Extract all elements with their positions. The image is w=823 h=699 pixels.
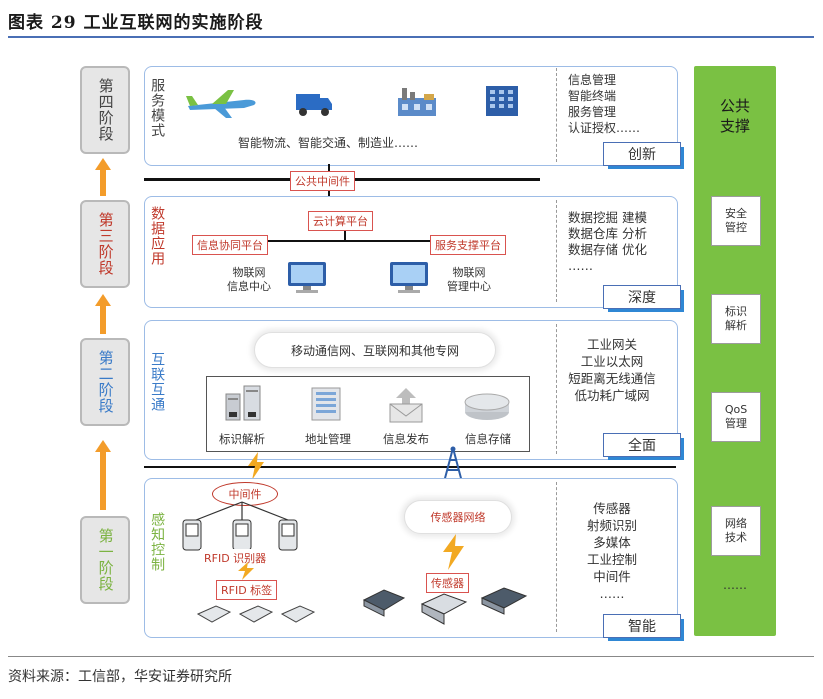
coop-platform-label: 信息协同平台: [192, 235, 268, 255]
lightning-icon: [248, 452, 264, 480]
data-caps: 数据挖掘 建模 数据仓库 分析 数据存储 优化 ……: [568, 210, 647, 273]
stage-1: 第一阶段: [80, 516, 130, 604]
stage-arrow-up-icon: [95, 440, 111, 452]
figure-title: 图表 29 工业互联网的实施阶段: [8, 13, 264, 33]
service-caps: 信息管理 智能终端 服务管理 认证授权……: [568, 73, 641, 135]
stage-2: 第二阶段: [80, 338, 130, 426]
support-qos: QoS 管理: [711, 392, 761, 442]
rfid-reader-label: RFID 识别器: [200, 549, 271, 567]
public-middleware-label: 公共中间件: [290, 171, 355, 191]
network-item-2: 地址管理: [305, 432, 351, 446]
service-side-label: 服务模式: [149, 78, 166, 138]
address-server-icon: [311, 387, 341, 421]
support-platform-label: 服务支撑平台: [430, 235, 506, 255]
sensor-label: 传感器: [426, 573, 469, 593]
stage-3: 第三阶段: [80, 200, 130, 288]
support-more: ……: [723, 578, 747, 592]
network-item-1: 标识解析: [219, 432, 265, 446]
middleware-ellipse: 中间件: [212, 482, 278, 506]
sensing-side-label: 感知控制: [149, 512, 166, 572]
footer-rule: [8, 656, 814, 657]
iot-info-center-label: 物联网 信息中心: [227, 266, 271, 293]
support-network-tech: 网络 技术: [711, 506, 761, 556]
lightning-icon: [443, 534, 464, 570]
cloud-platform-label: 云计算平台: [308, 211, 373, 231]
data-bus: [196, 240, 506, 242]
source-note: 资料来源：工信部，华安证券研究所: [8, 669, 232, 685]
network-cloud: 移动通信网、互联网和其他专网: [254, 332, 496, 368]
tag-comprehensive: 全面: [603, 433, 681, 457]
rfid-tag-icons: [196, 605, 316, 623]
truck-icon: [296, 94, 332, 116]
server-icon: [225, 385, 261, 421]
sensor-network-cloud: 传感器网络: [404, 500, 512, 534]
tag-innovation: 创新: [603, 142, 681, 166]
iot-mgmt-center-label: 物联网 管理中心: [447, 266, 491, 293]
network-caps: 工业网关 工业以太网 短距离无线通信 低功耗广域网: [568, 337, 656, 403]
service-caption: 智能物流、智能交通、制造业……: [238, 136, 419, 150]
sensing-caps: 传感器 射频识别 多媒体 工业控制 中间件 ……: [586, 501, 637, 601]
network-item-4: 信息存储: [465, 432, 511, 446]
factory-icon: [398, 88, 436, 116]
mail-publish-icon: [389, 388, 423, 423]
rfid-tag-label: RFID 标签: [216, 580, 278, 600]
monitor-icon: [390, 262, 428, 293]
public-support-title: 公共 支撑: [719, 97, 750, 135]
support-identifier: 标识 解析: [711, 294, 761, 344]
title-rule: [8, 36, 814, 38]
access-bus: [144, 466, 676, 468]
stage-arrow-up-icon: [95, 158, 111, 170]
tower-icon: [443, 446, 463, 483]
building-icon: [486, 86, 518, 116]
rfid-reader-icon: [232, 519, 252, 551]
data-side-label: 数据应用: [149, 206, 166, 266]
monitor-icon: [288, 262, 326, 293]
network-item-3: 信息发布: [383, 432, 429, 446]
lightning-icon: [238, 562, 254, 580]
reader-connector-lines: [195, 501, 289, 521]
tag-intelligent: 智能: [603, 614, 681, 638]
sensor-node-icons: [362, 587, 528, 625]
storage-disk-icon: [464, 393, 510, 420]
network-side-label: 互联互通: [149, 352, 166, 412]
airplane-icon: [186, 90, 256, 118]
stage-4: 第四阶段: [80, 66, 130, 154]
support-security: 安全 管控: [711, 196, 761, 246]
stage-arrow-up-icon: [95, 294, 111, 306]
tag-depth: 深度: [603, 285, 681, 309]
rfid-reader-icon: [182, 519, 202, 551]
rfid-reader-icon: [278, 519, 298, 551]
